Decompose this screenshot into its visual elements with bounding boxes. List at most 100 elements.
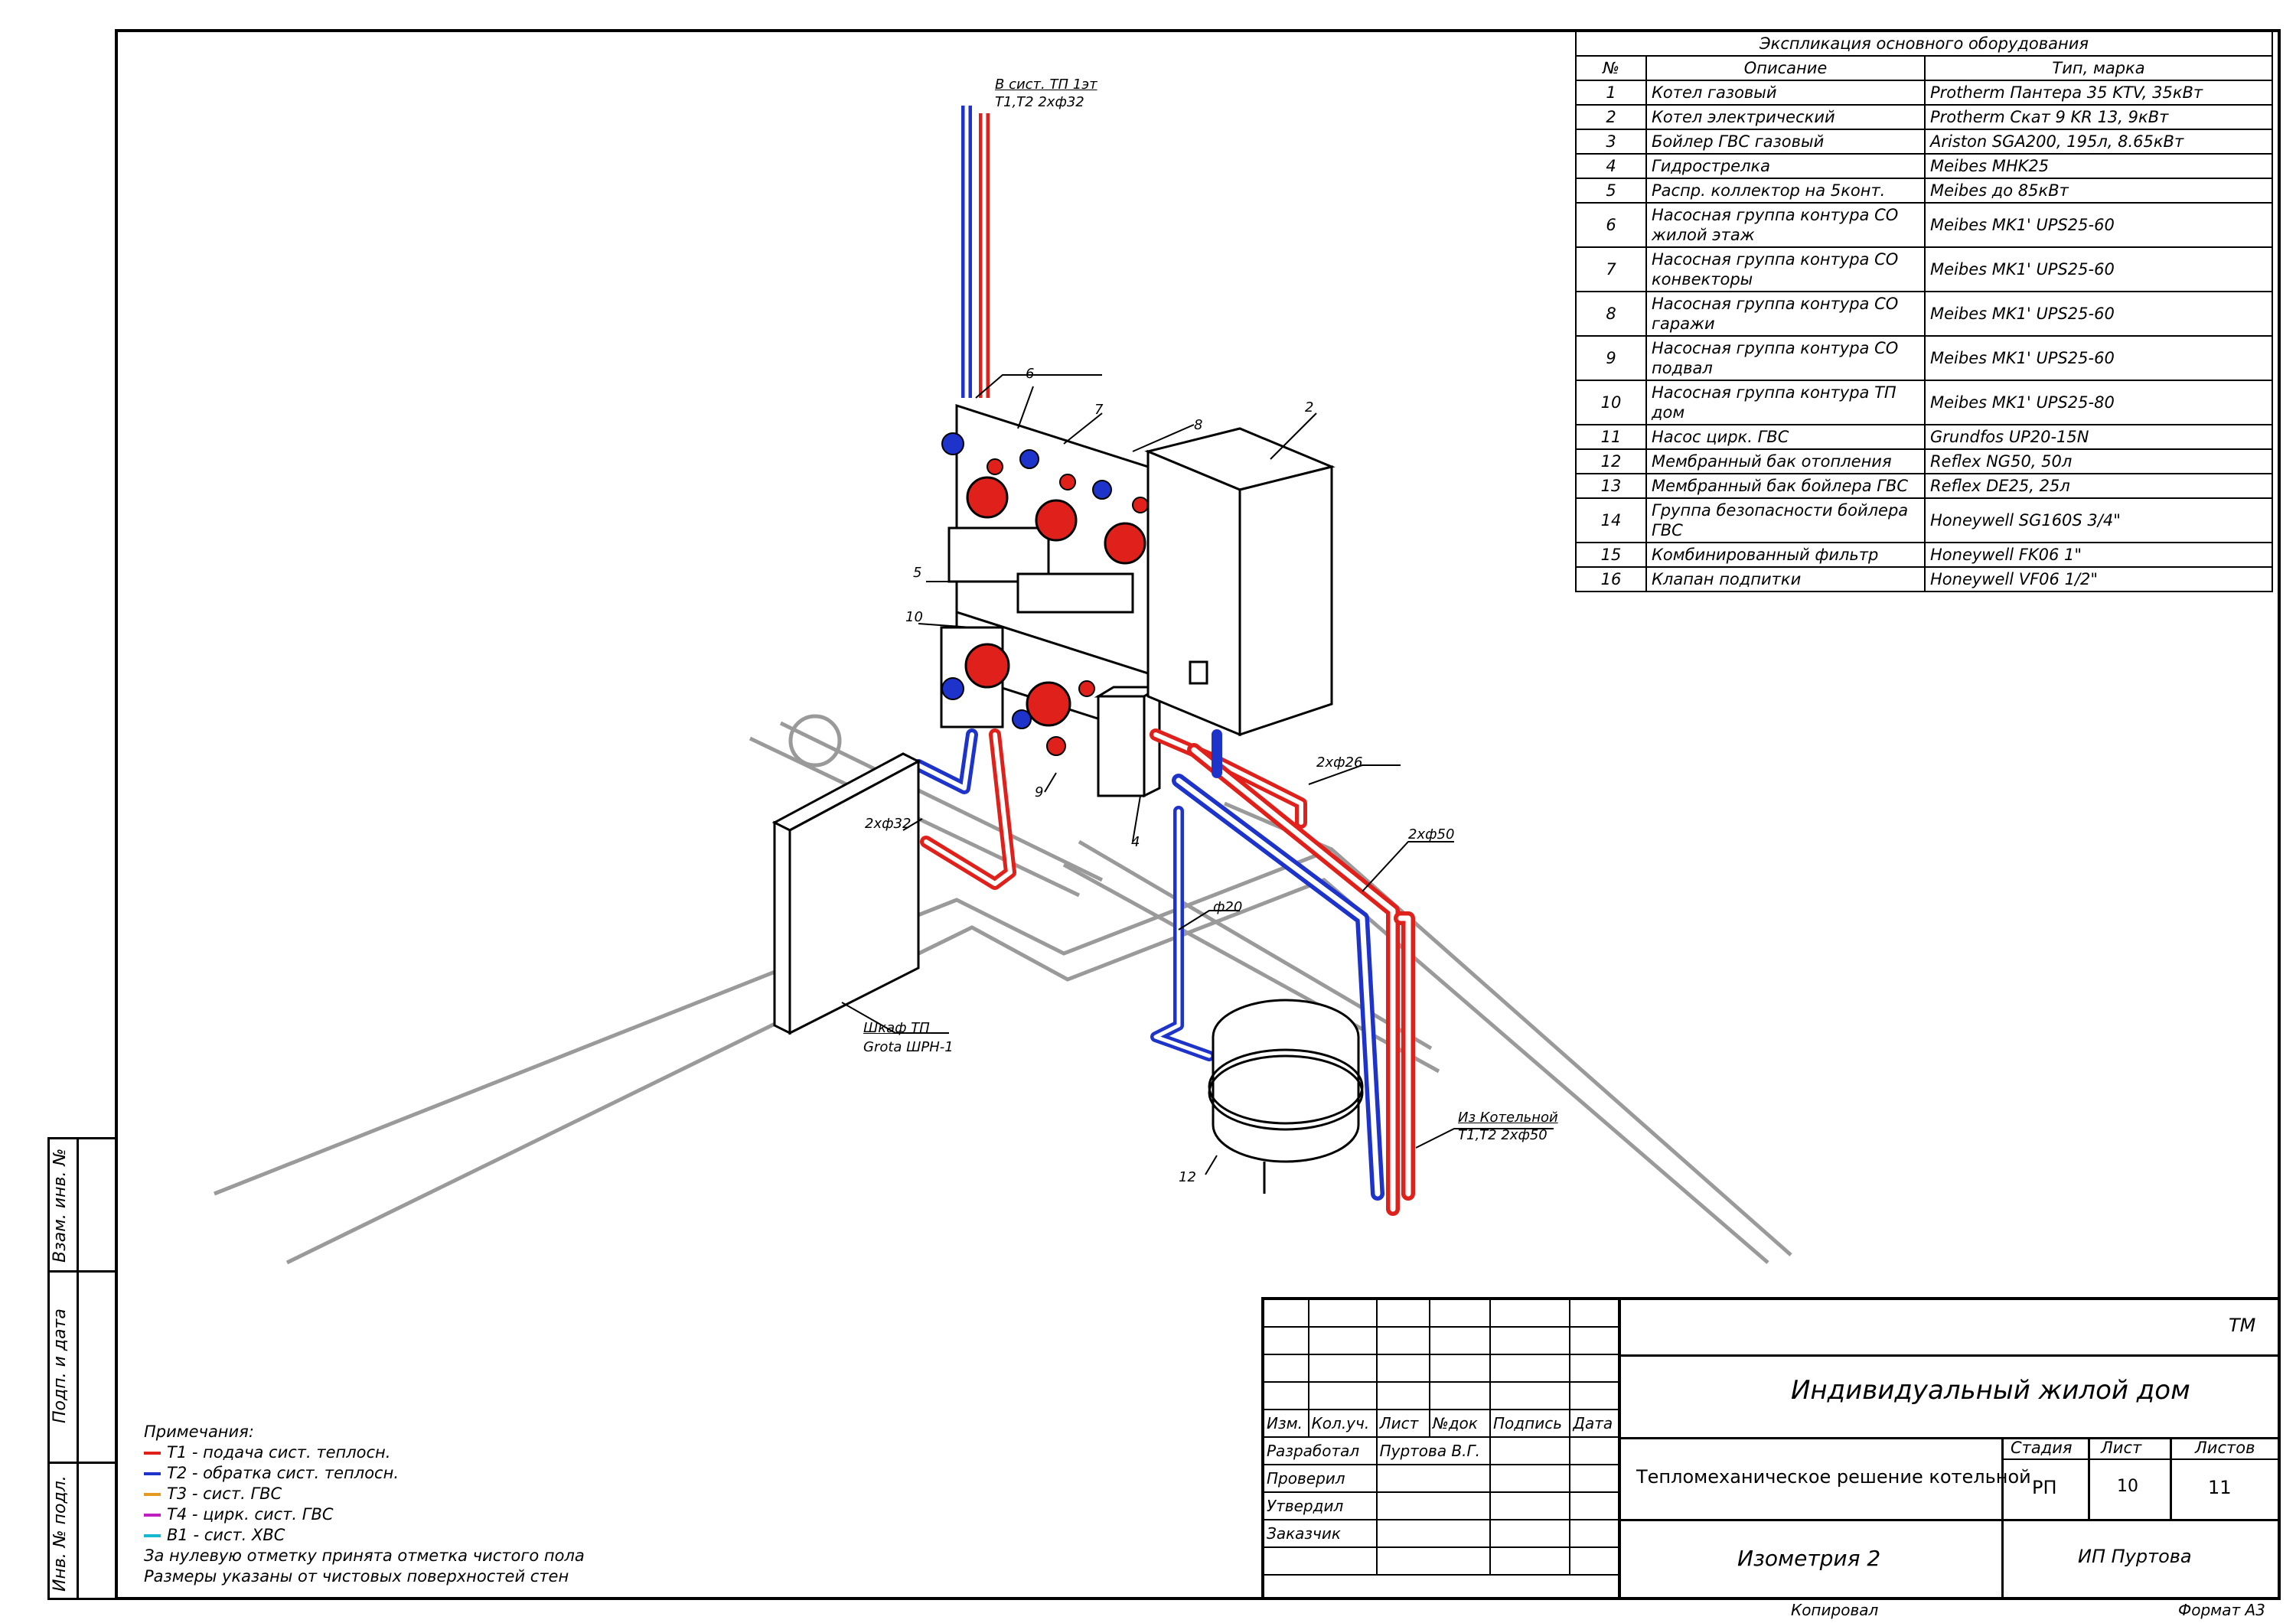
position-9: 9 bbox=[1035, 784, 1044, 800]
spec-header-desc: Описание bbox=[1645, 55, 1926, 81]
spec-row-type: Honeywell FK06 1" bbox=[1924, 542, 2273, 568]
spec-row-num: 2 bbox=[1575, 104, 1647, 130]
pump-heads bbox=[964, 476, 1146, 727]
spec-row-desc: Клапан подпитки bbox=[1645, 566, 1926, 592]
spec-row-desc: Насосная группа контура ТП дом bbox=[1645, 380, 1926, 425]
spec-header-type: Тип, марка bbox=[1924, 55, 2273, 81]
spec-row-type: Meibes MK1' UPS25-80 bbox=[1924, 380, 2273, 425]
sheet-title: Тепломеханическое решение котельной bbox=[1636, 1466, 2031, 1488]
sheets-header: Листов bbox=[2195, 1439, 2255, 1457]
spec-row-type: Meibes MK1' UPS25-60 bbox=[1924, 246, 2273, 292]
side-stamp-divider bbox=[77, 1137, 79, 1600]
spec-row-num: 10 bbox=[1575, 380, 1647, 425]
spec-row-type: Protherm Скат 9 KR 13, 9кВт bbox=[1924, 104, 2273, 130]
spec-row-type: Honeywell VF06 1/2" bbox=[1924, 566, 2273, 592]
notes-title: Примечания: bbox=[144, 1423, 254, 1441]
doc-code: ТМ bbox=[2229, 1315, 2256, 1336]
spec-row-type: Grundfos UP20-15N bbox=[1924, 424, 2273, 450]
leader-lines bbox=[841, 374, 1554, 1175]
spec-row-desc: Котел газовый bbox=[1645, 80, 1926, 106]
legend-item: Т4 - цирк. сист. ГВС bbox=[144, 1504, 585, 1525]
legend-swatch bbox=[144, 1493, 161, 1496]
revision-grid: Изм. Кол.уч. Лист №док Подпись Дата Разр… bbox=[1263, 1299, 1619, 1576]
spec-header-num: № bbox=[1575, 55, 1647, 81]
spec-row-num: 16 bbox=[1575, 566, 1647, 592]
spec-row-num: 7 bbox=[1575, 246, 1647, 292]
legend-text: Т1 - подача сист. теплосн. bbox=[167, 1443, 391, 1462]
project-name: Индивидуальный жилой дом bbox=[1791, 1375, 2190, 1406]
legend-text: Т4 - цирк. сист. ГВС bbox=[167, 1505, 334, 1524]
view-title: Изометрия 2 bbox=[1737, 1546, 1881, 1571]
developer-name: Пуртова В.Г. bbox=[1375, 1436, 1492, 1465]
spec-row-num: 15 bbox=[1575, 542, 1647, 568]
legend-text: Т2 - обратка сист. теплосн. bbox=[167, 1464, 400, 1482]
spec-row-num: 1 bbox=[1575, 80, 1647, 106]
side-stamp-divider bbox=[47, 1270, 118, 1273]
heat-cabinet bbox=[771, 752, 921, 1035]
label-riser-to-floor: В сист. ТП 1эт bbox=[995, 77, 1097, 93]
position-5: 5 bbox=[913, 565, 922, 581]
label-riser-pipes: Т1,Т2 2хф32 bbox=[995, 94, 1084, 110]
legend-text: Т3 - сист. ГВС bbox=[167, 1484, 282, 1503]
tb-col-line bbox=[2088, 1437, 2090, 1519]
spec-row-desc: Распр. коллектор на 5конт. bbox=[1645, 178, 1926, 204]
position-2: 2 bbox=[1305, 399, 1314, 416]
role-approver: Утвердил bbox=[1263, 1491, 1378, 1520]
spec-row-desc: Насосная группа контура СО конвекторы bbox=[1645, 246, 1926, 292]
equipment-spec-table: Экспликация основного оборудования № Опи… bbox=[1575, 31, 2273, 592]
tb-vertical-divider bbox=[1618, 1299, 1621, 1599]
role-customer: Заказчик bbox=[1263, 1519, 1378, 1548]
position-8: 8 bbox=[1194, 417, 1203, 433]
spec-row-type: Honeywell SG160S 3/4" bbox=[1924, 497, 2273, 543]
spec-row-type: Meibes MHK25 bbox=[1924, 153, 2273, 179]
legend-swatch bbox=[144, 1452, 161, 1455]
spec-row-num: 9 bbox=[1575, 335, 1647, 381]
footer-format: Формат А3 bbox=[2178, 1601, 2265, 1619]
position-12: 12 bbox=[1179, 1169, 1196, 1185]
label-cabinet-model: Grota ШРН-1 bbox=[863, 1039, 954, 1055]
drawing-frame bbox=[115, 29, 2281, 1600]
dim-20: ф20 bbox=[1213, 899, 1243, 915]
side-stamp-divider bbox=[47, 1462, 118, 1464]
expansion-tank bbox=[1208, 999, 1364, 1194]
spec-row-type: Meibes до 85кВт bbox=[1924, 178, 2273, 204]
spec-row-type: Ariston SGA200, 195л, 8.65кВт bbox=[1924, 129, 2273, 155]
spec-row-type: Meibes MK1' UPS25-60 bbox=[1924, 202, 2273, 248]
dim-2x50: 2хф50 bbox=[1408, 826, 1455, 842]
spec-row-type: Meibes MK1' UPS25-60 bbox=[1924, 291, 2273, 337]
spec-row-type: Reflex DE25, 25л bbox=[1924, 473, 2273, 499]
tb-row-line bbox=[1618, 1354, 2279, 1357]
col-head: Подпись bbox=[1489, 1409, 1571, 1438]
spec-row-num: 4 bbox=[1575, 153, 1647, 179]
organization: ИП Пуртова bbox=[2078, 1546, 2192, 1567]
dim-2x32: 2хф32 bbox=[865, 816, 912, 832]
spec-row-desc: Насос цирк. ГВС bbox=[1645, 424, 1926, 450]
stage-value: РП bbox=[2032, 1477, 2057, 1498]
col-head: Кол.уч. bbox=[1307, 1409, 1378, 1438]
legend-swatch bbox=[144, 1534, 161, 1537]
position-7: 7 bbox=[1094, 402, 1104, 418]
spec-row-num: 12 bbox=[1575, 448, 1647, 474]
spec-row-num: 5 bbox=[1575, 178, 1647, 204]
stage-header: Стадия bbox=[2011, 1439, 2073, 1457]
spec-row-num: 6 bbox=[1575, 202, 1647, 248]
col-head: №док bbox=[1428, 1409, 1492, 1438]
tb-col-line bbox=[2170, 1437, 2172, 1519]
col-head: Изм. bbox=[1263, 1409, 1309, 1438]
label-boiler-pipes: Т1,Т2 2хф50 bbox=[1458, 1127, 1548, 1143]
role-developer: Разработал bbox=[1263, 1436, 1378, 1465]
tb-row-line bbox=[1618, 1519, 2279, 1521]
spec-row-desc: Группа безопасности бойлера ГВС bbox=[1645, 497, 1926, 543]
spec-row-desc: Бойлер ГВС газовый bbox=[1645, 129, 1926, 155]
